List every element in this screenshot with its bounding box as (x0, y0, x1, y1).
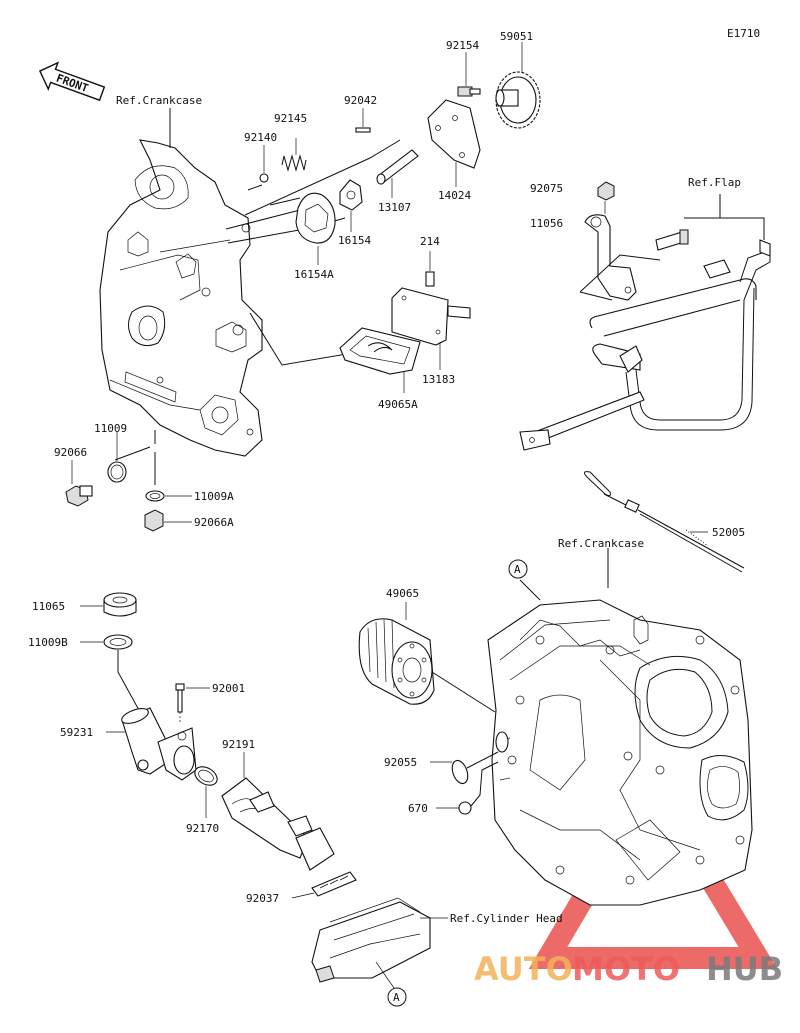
part-label-92055: 92055 (384, 756, 417, 769)
part-label-670: 670 (408, 802, 428, 815)
ring-11009 (107, 432, 127, 483)
part-label-11009a: 11009A (194, 490, 234, 503)
rotor-16154a (295, 192, 336, 265)
gasket-11009b (80, 634, 141, 713)
plug-92066a (144, 509, 192, 532)
oring-670 (436, 761, 499, 815)
front-arrow-icon: FRONT (38, 61, 106, 102)
part-label-92001: 92001 (212, 682, 245, 695)
gear-59051 (495, 42, 541, 129)
part-label-92037: 92037 (246, 892, 279, 905)
pipe-plate-13183 (391, 287, 471, 370)
watermark-wordmark: AUTO MOTO HUB (474, 950, 783, 988)
filler-neck-59231 (106, 707, 197, 781)
shaft-13107 (376, 149, 419, 198)
part-label-16154: 16154 (338, 234, 371, 247)
part-label-59051: 59051 (500, 30, 533, 43)
part-label-59231: 59231 (60, 726, 93, 739)
ref-flap-label: Ref.Flap (688, 176, 741, 189)
part-label-52005: 52005 (712, 526, 745, 539)
ref-cylinder-head-label: Ref.Cylinder Head (450, 912, 563, 925)
bolt-214 (425, 251, 435, 287)
part-label-92140: 92140 (244, 131, 277, 144)
part-label-11056: 11056 (530, 217, 563, 230)
watermark-part-moto: MOTO (572, 950, 680, 988)
oring-92055 (430, 751, 499, 785)
part-label-92154: 92154 (446, 39, 479, 52)
oil-filler-cap-11065 (80, 592, 137, 617)
oil-filter-49065 (358, 602, 496, 713)
part-label-49065: 49065 (386, 587, 419, 600)
part-label-92075: 92075 (530, 182, 563, 195)
hose-92191 (221, 752, 335, 871)
bolt-92154 (457, 52, 481, 97)
callout-a-top-label: A (514, 563, 521, 576)
flap-bracket-assembly (519, 181, 771, 451)
breather-pipe-92037 (291, 871, 357, 899)
part-label-11009: 11009 (94, 422, 127, 435)
dipstick-52005 (584, 471, 745, 573)
plate-14024 (427, 99, 481, 187)
callout-a-bottom-label: A (393, 991, 400, 1004)
diagram-code: E1710 (727, 27, 760, 40)
part-label-49065a: 49065A (378, 398, 418, 411)
part-label-92066: 92066 (54, 446, 87, 459)
part-label-92066a: 92066A (194, 516, 234, 529)
crankcase-lower-drawing (487, 548, 753, 906)
pin-92042 (355, 108, 371, 133)
part-label-14024: 14024 (438, 189, 471, 202)
part-label-92191: 92191 (222, 738, 255, 751)
ball-92140 (259, 145, 269, 183)
bolt-92001 (175, 683, 210, 724)
screen-filter-49065a (339, 327, 421, 393)
part-label-11065: 11065 (32, 600, 65, 613)
callout-a-top: A (508, 559, 528, 579)
part-label-16154a: 16154A (294, 268, 334, 281)
plug-92066 (65, 485, 93, 507)
part-label-11009b: 11009B (28, 636, 68, 649)
crankcase-cover-drawing (99, 139, 263, 457)
part-label-13107: 13107 (378, 201, 411, 214)
watermark-part-auto: AUTO (474, 950, 573, 988)
part-label-13183: 13183 (422, 373, 455, 386)
callout-a-bottom: A (387, 987, 407, 1007)
ref-crankcase-lower-label: Ref.Crankcase (558, 537, 644, 550)
ring-11009a (145, 490, 192, 502)
ref-crankcase-top-label: Ref.Crankcase (116, 94, 202, 107)
clamp-92170 (194, 766, 218, 818)
watermark-part-hub: HUB (706, 950, 783, 988)
part-label-92145: 92145 (274, 112, 307, 125)
part-label-92170: 92170 (186, 822, 219, 835)
part-label-214: 214 (420, 235, 440, 248)
cylinder-head-cover-drawing (311, 897, 448, 989)
rotor-16154 (339, 179, 363, 232)
part-label-92042: 92042 (344, 94, 377, 107)
spring-92145 (281, 138, 307, 172)
